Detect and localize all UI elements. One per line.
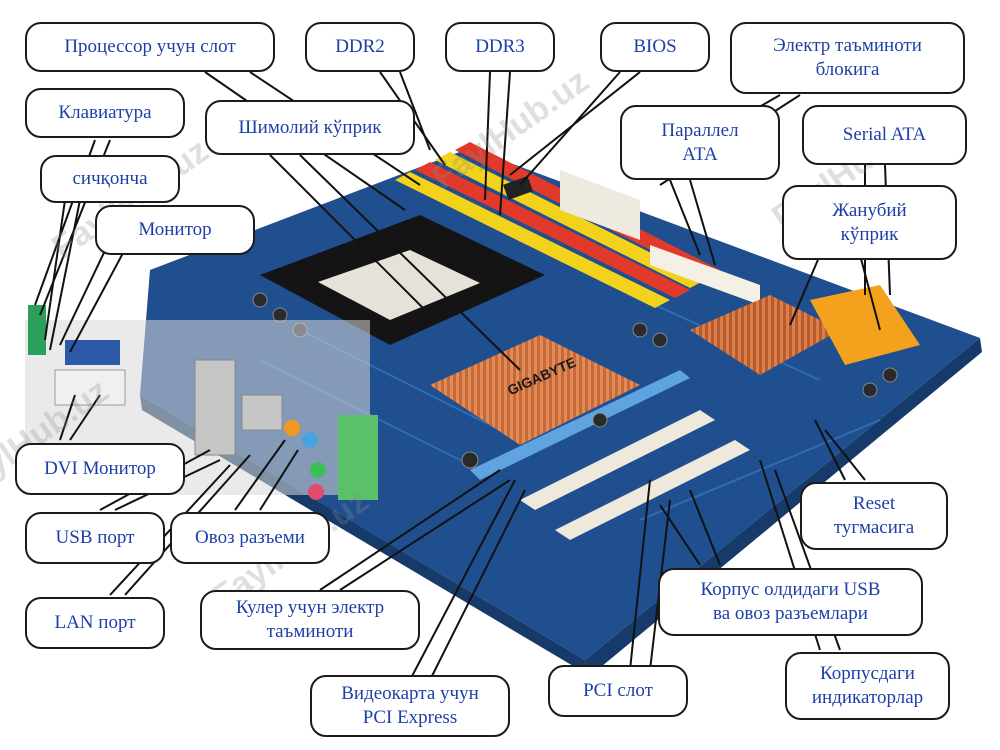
- ram-slot-red-1: [415, 162, 690, 298]
- label-text: Шимолий кўприк: [238, 116, 382, 138]
- label-text-line1: Параллел: [661, 119, 739, 141]
- label-text: USB порт: [55, 527, 135, 548]
- usb-stack: [194, 359, 236, 456]
- label-text-line1: Видеокарта учун: [341, 683, 479, 704]
- label-text-line2: ATA: [682, 143, 718, 165]
- label-front-usb-audio: Корпус олдидаги USB ва овоз разъемлари: [658, 568, 923, 636]
- lan-port: [241, 394, 283, 431]
- label-text-line2: таъминоти: [266, 621, 354, 642]
- capacitors: [252, 292, 898, 469]
- label-text: Монитор: [138, 219, 212, 240]
- label-lan-port: LAN порт: [25, 597, 165, 649]
- label-text: Процессор учун слот: [64, 36, 236, 57]
- label-text: Клавиатура: [58, 102, 152, 123]
- label-keyboard: Клавиатура: [25, 88, 185, 138]
- label-text: сичқонча: [72, 168, 148, 189]
- bios-chip: [503, 176, 533, 200]
- label-power-supply: Электр таъминоти блокига: [730, 22, 965, 94]
- pcie-slot: [470, 370, 690, 480]
- label-ddr3: DDR3: [445, 22, 555, 72]
- label-audio-jack: Овоз разъеми: [170, 512, 330, 564]
- label-dvi-monitor: DVI Монитор: [15, 443, 185, 495]
- label-text-line2: блокига: [815, 59, 880, 80]
- dvi-port: [54, 369, 126, 406]
- label-text-line2: тугмасига: [833, 517, 915, 538]
- label-text: DDR3: [475, 36, 525, 57]
- label-monitor: Монитор: [95, 205, 255, 255]
- label-text: BIOS: [633, 36, 677, 57]
- ps2-port: [28, 305, 46, 355]
- label-cpu-slot: Процессор учун слот: [25, 22, 275, 72]
- ide-connector: [650, 245, 760, 305]
- label-text: PCI слот: [583, 680, 653, 701]
- label-text-line2: индикаторлар: [811, 687, 924, 708]
- label-cooler-power: Кулер учун электр таъминоти: [200, 590, 420, 650]
- label-ddr2: DDR2: [305, 22, 415, 72]
- audio-jacks: [284, 420, 326, 500]
- label-reset-button: Reset тугмасига: [800, 482, 948, 550]
- label-north-bridge: Шимолий кўприк: [205, 100, 415, 155]
- label-text-line1: Корпус олдидаги USB: [700, 579, 881, 600]
- label-pci-slot: PCI слот: [548, 665, 688, 717]
- label-case-indicators: Корпусдаги индикаторлар: [785, 652, 950, 720]
- label-text-line1: Reset: [852, 493, 896, 514]
- pci-slot-2: [555, 440, 750, 540]
- vga-port: [65, 340, 120, 365]
- label-text: Serial ATA: [842, 124, 927, 145]
- atx-power-connector: [560, 170, 640, 240]
- label-text: LAN порт: [54, 612, 136, 633]
- north-bridge-heatsink: [430, 335, 640, 445]
- ram-slot-yellow-1: [395, 172, 670, 308]
- label-text-line1: Корпусдаги: [820, 663, 915, 684]
- label-mouse: сичқонча: [40, 155, 180, 203]
- label-parallel-ata: Параллел ATA: [620, 105, 780, 180]
- label-text-line2: PCI Express: [362, 707, 458, 728]
- label-text-line1: Электр таъминоти: [773, 35, 922, 56]
- label-text-line1: Кулер учун электр: [235, 597, 385, 618]
- label-pci-express: Видеокарта учун PCI Express: [310, 675, 510, 737]
- label-text: Овоз разъеми: [195, 527, 305, 548]
- audio-panel: [338, 415, 378, 500]
- sata-connectors: [810, 285, 920, 365]
- label-text-line2: ва овоз разъемлари: [713, 603, 868, 624]
- label-text: DDR2: [335, 36, 385, 57]
- label-south-bridge: Жанубий кўприк: [782, 185, 957, 260]
- label-text-line2: кўприк: [840, 223, 899, 245]
- label-text: DVI Монитор: [44, 458, 156, 479]
- label-bios: BIOS: [600, 22, 710, 72]
- label-text-line1: Жанубий: [832, 199, 907, 221]
- label-serial-ata: Serial ATA: [802, 105, 967, 165]
- pci-slot-1: [520, 410, 715, 510]
- south-bridge-heatsink: [690, 295, 840, 375]
- label-usb-port: USB порт: [25, 512, 165, 564]
